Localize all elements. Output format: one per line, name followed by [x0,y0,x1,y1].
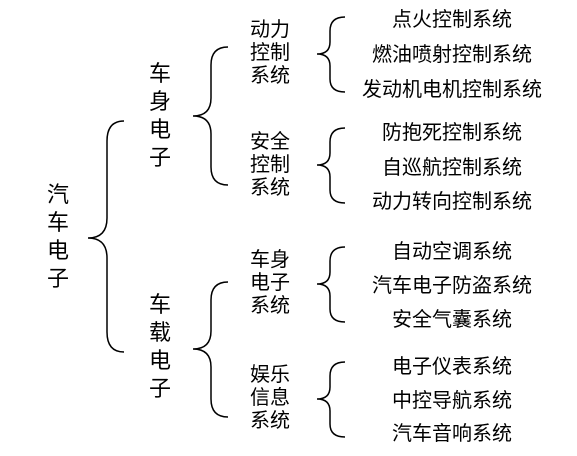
bracket-branch-vehicle [192,281,229,418]
leaf-item: 安全气囊系统 [392,307,512,331]
leaf-item: 汽车电子防盗系统 [372,273,532,297]
leaf-item: 电子仪表系统 [392,354,512,378]
leaf-item: 汽车音响系统 [392,421,512,445]
bracket-group-safety [316,127,346,204]
branch-label-vehicle: 车载电子 [148,293,171,402]
bracket-group-power [316,16,346,93]
bracket-root [87,120,125,353]
bracket-group-body-sys [316,246,346,323]
leaf-item: 动力转向控制系统 [372,189,532,213]
branch-label-body: 车身电子 [148,62,171,171]
bracket-branch-body [192,46,229,186]
leaf-item: 防抱死控制系统 [382,120,522,144]
root-label: 汽车电子 [46,183,69,292]
leaf-item: 点火控制系统 [392,7,512,31]
bracket-group-infotainment [316,361,346,438]
group-label-safety: 安全控制系统 [250,129,290,199]
leaf-item: 燃油喷射控制系统 [372,42,532,66]
leaf-item: 自巡航控制系统 [382,155,522,179]
group-label-body-sys: 车身电子系统 [250,247,290,317]
group-label-power: 动力控制系统 [250,17,290,87]
leaf-item: 中控导航系统 [392,388,512,412]
leaf-item: 发动机电机控制系统 [362,77,542,101]
group-label-infotainment: 娱乐信息系统 [250,362,290,432]
leaf-item: 自动空调系统 [392,239,512,263]
